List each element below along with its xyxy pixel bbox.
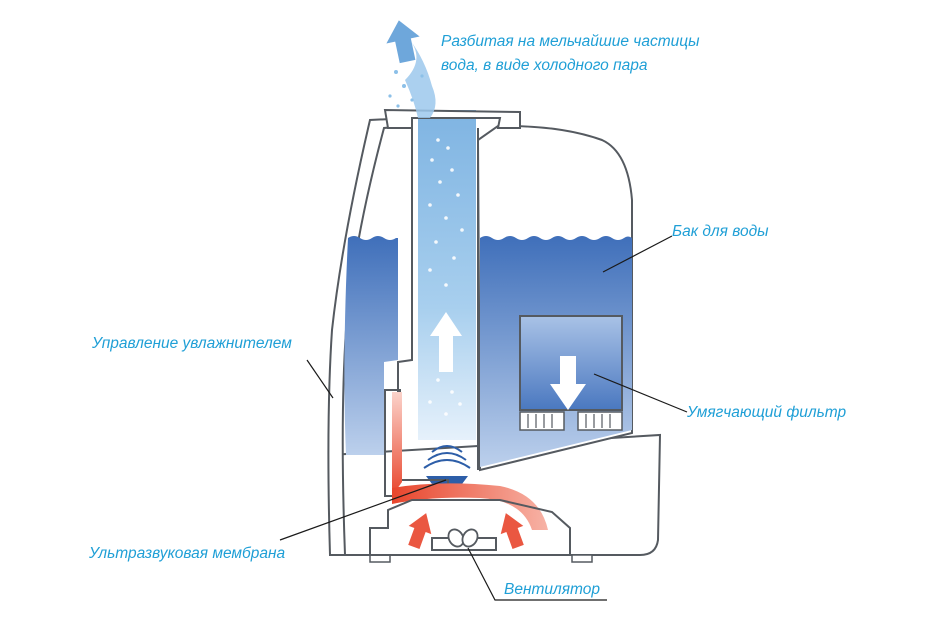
label-ultrasonic-membrane: Ультразвуковая мембрана [89, 545, 286, 562]
wave-icon [423, 445, 471, 469]
label-fan: Вентилятор [504, 581, 601, 598]
label-mist-line2: вода, в виде холодного пара [441, 57, 648, 74]
fan-icon [431, 528, 497, 551]
filter-teeth-lines [527, 414, 611, 428]
up-arrow-icon [430, 312, 462, 372]
up-arrow-icon [500, 513, 524, 549]
leader-fan [467, 547, 607, 601]
mist-droplets [428, 138, 464, 416]
leader-tank [602, 235, 673, 273]
fan-housing [369, 499, 571, 556]
leader-filter [593, 373, 688, 413]
up-arrow-icon [408, 513, 432, 549]
base-foot-left [369, 554, 391, 563]
mist-tube [418, 110, 476, 440]
tank-water-left [344, 236, 398, 455]
leader-lines [279, 235, 688, 601]
down-arrow-icon [550, 356, 586, 410]
hot-air-flow [392, 483, 548, 530]
label-humidifier-control: Управление увлажнителем [92, 335, 292, 352]
filter-cartridge-teeth [519, 411, 623, 431]
leader-membrane [279, 479, 447, 541]
label-softening-filter: Умягчающий фильтр [687, 404, 847, 421]
label-mist: Разбитая на мельчайшие частицы вода, в в… [441, 30, 700, 78]
label-water-tank: Бак для воды [672, 223, 769, 240]
hot-air-rising [392, 392, 402, 496]
leader-control [306, 359, 334, 399]
mist-droplets-outside [388, 70, 424, 108]
mist-plume [405, 40, 436, 118]
up-arrow-icon [386, 20, 420, 64]
label-mist-line1: Разбитая на мельчайшие частицы [441, 33, 700, 50]
hot-air-duct [384, 389, 449, 497]
base-foot-right [571, 554, 593, 563]
